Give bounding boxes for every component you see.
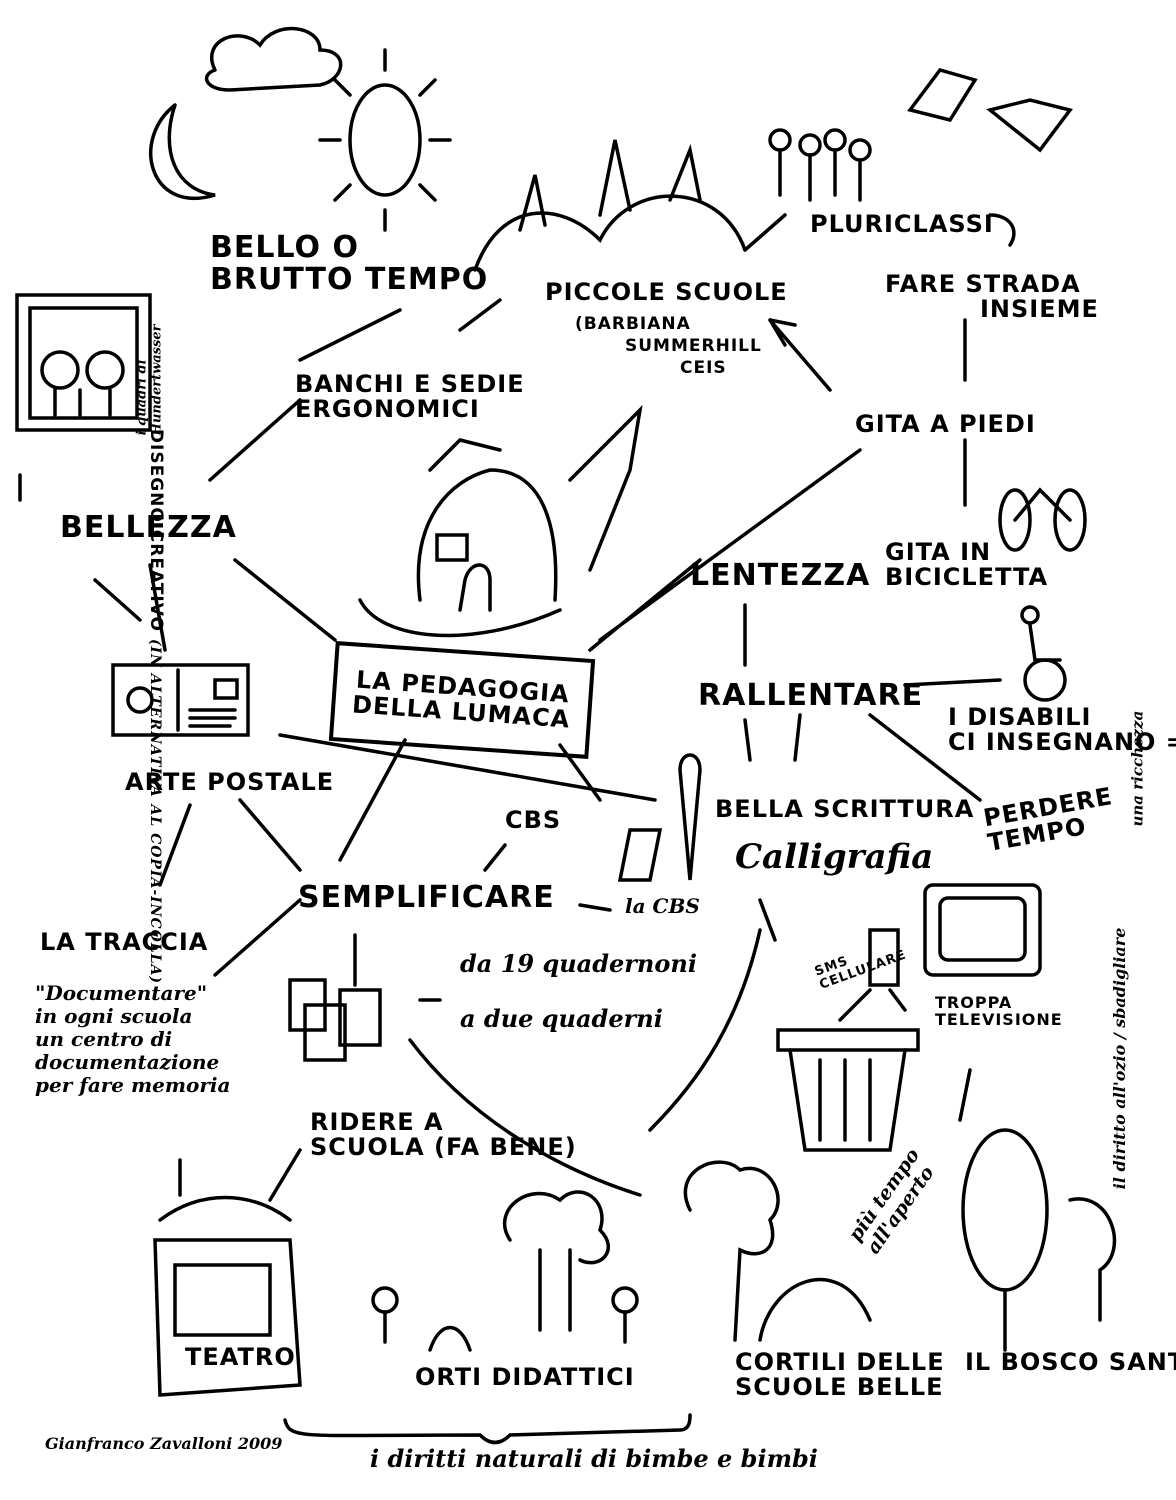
node-teatro: Teatro	[185, 1343, 296, 1371]
label: "Documentare"	[35, 981, 208, 1005]
node-diritto-ozio: il diritto all'ozio / sbadigliare	[1109, 927, 1129, 1190]
moon-icon	[149, 103, 216, 201]
node-cbs: CBS	[505, 806, 562, 834]
tv-icon	[923, 883, 1042, 977]
label: Piccole scuole	[545, 278, 788, 306]
label: Hundertwasser	[149, 324, 165, 436]
pen-icon	[617, 753, 702, 882]
node-calligrafia: Calligrafia	[735, 837, 934, 877]
node-disegno-creativo: Disegno creativo (in alternativa al copi…	[145, 428, 166, 984]
node-gita-piedi: Gita a piedi	[855, 410, 1036, 438]
node-bosco: Il bosco santo	[965, 1348, 1176, 1376]
node-quaderni-line1: da 19 quadernoni	[460, 949, 697, 978]
signature-year: 2009	[237, 1434, 283, 1453]
label: televisione	[935, 1009, 1063, 1029]
node-pluriclassi: Pluriclassi	[810, 210, 994, 238]
label: Ridere a	[310, 1108, 444, 1136]
label: I disabili	[948, 703, 1092, 731]
quaderni-icon	[288, 978, 382, 1062]
trees-icon	[502, 1128, 1117, 1352]
node-ridere: Ridere ascuola (fa bene)	[310, 1108, 577, 1162]
label: bicicletta	[885, 563, 1049, 592]
node-documentare: "Documentare" in ogni scuola un centro d…	[35, 982, 230, 1097]
node-diritti-naturali: i diritti naturali di bimbe e bimbi	[370, 1444, 818, 1473]
label: Disegno creativo	[145, 428, 166, 633]
node-la-cbs: la CBS	[625, 894, 700, 918]
label: Cortili delle	[735, 1348, 945, 1376]
label: Bello o	[210, 230, 359, 265]
label: per fare memoria	[35, 1073, 231, 1097]
label: scuola (fa bene)	[310, 1133, 577, 1162]
label: documentazione	[35, 1050, 220, 1074]
node-la-traccia: La traccia	[40, 928, 209, 956]
snail-icon	[358, 404, 643, 638]
label: in ogni scuola	[35, 1004, 193, 1028]
node-arte-postale: Arte postale	[125, 768, 335, 796]
node-piccole-scuole: Piccole scuole	[545, 278, 788, 306]
node-gita-bici: Gita inbicicletta	[885, 538, 1049, 592]
node-disabili: I disabilici insegnano =	[948, 703, 1176, 757]
signature: Gianfranco Zavalloni 2009	[45, 1434, 283, 1453]
birds-icon	[907, 67, 1073, 153]
node-orti: Orti didattici	[415, 1363, 635, 1391]
node-semplificare: Semplificare	[298, 880, 555, 915]
node-troppa-tv: Troppatelevisione	[935, 993, 1063, 1029]
node-bellezza: Bellezza	[60, 510, 237, 545]
label: Troppa	[935, 993, 1013, 1012]
trash-can-icon	[776, 1028, 920, 1152]
node-bella-scrittura: Bella scrittura	[715, 795, 975, 823]
label: CEIS	[680, 358, 727, 378]
node-rallentare: Rallentare	[698, 678, 924, 713]
label: i quadri di	[134, 359, 150, 436]
bicycle-icon	[998, 487, 1087, 552]
label: Banchi e sedie	[295, 370, 525, 398]
node-bello-brutto: Bello obrutto tempo	[210, 232, 488, 295]
label: al copia-incolla)	[146, 804, 163, 985]
puppet-theatre-icon	[153, 1195, 302, 1397]
phone-icon	[868, 928, 900, 987]
cloud-icon	[204, 27, 343, 92]
painting-frame-icon	[15, 293, 152, 432]
label: scuole belle	[735, 1373, 944, 1402]
label: Fare strada	[885, 270, 1081, 298]
label: ergonomici	[295, 395, 480, 424]
wheelchair-icon	[1020, 605, 1067, 702]
node-banchi: Banchi e sedieergonomici	[295, 370, 525, 424]
label: brutto tempo	[210, 261, 489, 297]
node-ricchezza: una ricchezza	[1128, 710, 1147, 827]
signature-name: Gianfranco Zavalloni	[45, 1434, 233, 1453]
node-fare-strada: Fare stradainsieme	[885, 270, 1099, 324]
children-icon	[768, 128, 872, 202]
sun-icon	[318, 48, 452, 232]
hills-school-icon	[473, 139, 747, 272]
node-lentezza: Lentezza	[690, 558, 871, 593]
label: insieme	[980, 295, 1099, 324]
postcard-icon	[111, 663, 250, 737]
label: (Barbiana	[575, 314, 691, 334]
label: Gita in	[885, 538, 992, 566]
arrow	[208, 298, 502, 482]
node-quaderni-line2: a due quaderni	[460, 1004, 663, 1033]
flowers-icon	[371, 1286, 639, 1352]
label: (in alternativa	[146, 638, 163, 798]
central-node: La pedagogia della lumaca	[328, 641, 596, 759]
label: un centro di	[35, 1027, 173, 1051]
node-cortili: Cortili dellescuole belle	[735, 1348, 945, 1402]
label: Summerhill	[625, 336, 762, 356]
label: ci insegnano =	[948, 728, 1176, 757]
